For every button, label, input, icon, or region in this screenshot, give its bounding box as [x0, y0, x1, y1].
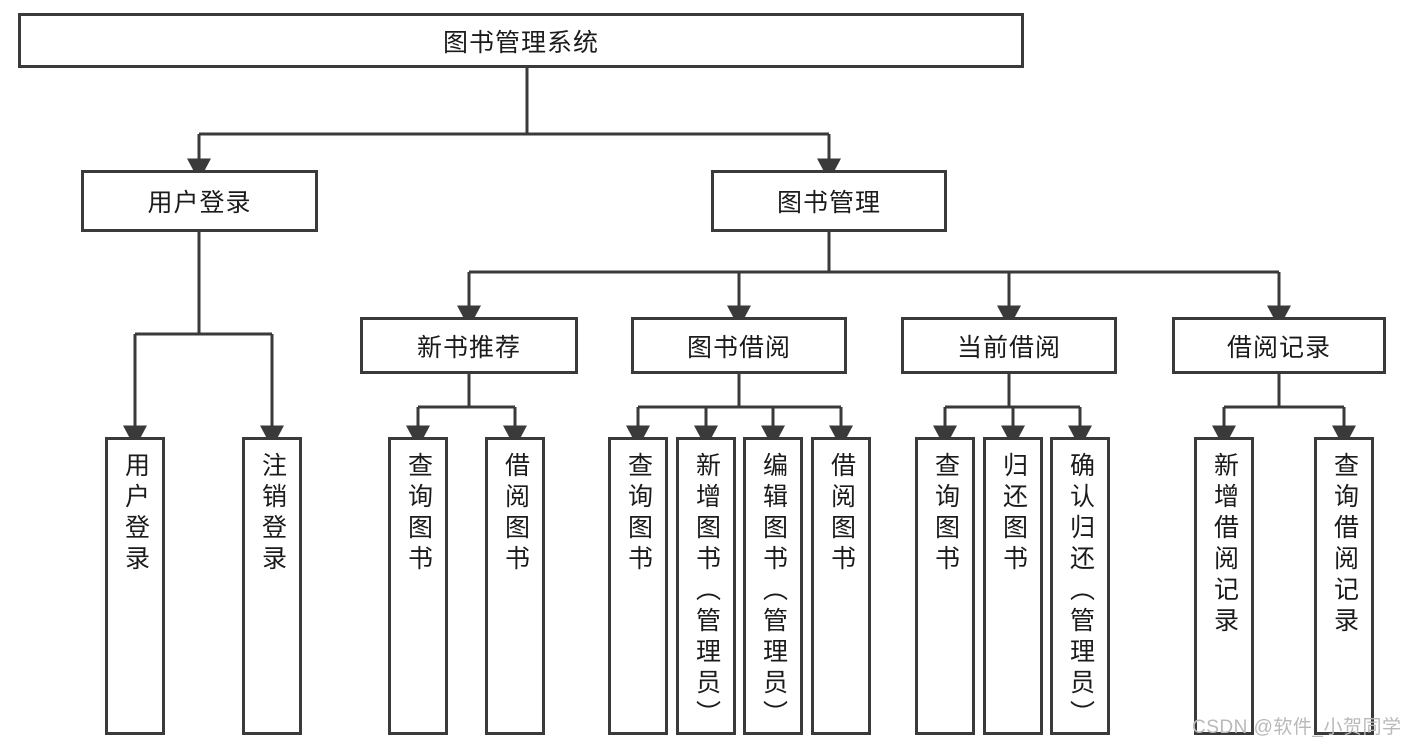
node-current-borrow[interactable]: 当前借阅: [901, 317, 1117, 374]
node-leaf-query-record[interactable]: 查询借阅记录: [1314, 437, 1374, 735]
node-leaf-return-book[interactable]: 归还图书: [983, 437, 1043, 735]
node-book-borrow[interactable]: 图书借阅: [631, 317, 847, 374]
node-leaf-borrow-book-2[interactable]: 借阅图书: [811, 437, 871, 735]
node-leaf-borrow-book-1-label: 借阅图书: [501, 452, 530, 576]
node-new-book-rec-label: 新书推荐: [416, 333, 521, 362]
node-leaf-add-book-label: 新增图书（管理员）: [692, 452, 721, 731]
node-leaf-add-record[interactable]: 新增借阅记录: [1194, 437, 1254, 735]
node-leaf-user-logout[interactable]: 注销登录: [242, 437, 302, 735]
node-book-manage-label: 图书管理: [776, 189, 881, 217]
node-new-book-rec[interactable]: 新书推荐: [360, 317, 578, 374]
node-leaf-borrow-book-2-label: 借阅图书: [827, 452, 856, 576]
node-leaf-confirm-return-label: 确认归还（管理员）: [1066, 452, 1095, 731]
node-leaf-borrow-book-1[interactable]: 借阅图书: [485, 437, 545, 735]
node-leaf-edit-book[interactable]: 编辑图书（管理员）: [743, 437, 803, 735]
node-leaf-add-book[interactable]: 新增图书（管理员）: [676, 437, 736, 735]
node-leaf-query-book-1[interactable]: 查询图书: [388, 437, 448, 735]
node-borrow-record[interactable]: 借阅记录: [1172, 317, 1386, 374]
node-leaf-query-book-2-label: 查询图书: [624, 452, 653, 576]
node-borrow-record-label: 借阅记录: [1226, 333, 1331, 362]
node-leaf-user-login[interactable]: 用户登录: [105, 437, 165, 735]
node-leaf-query-record-label: 查询借阅记录: [1330, 452, 1359, 638]
node-leaf-query-book-3-label: 查询图书: [931, 452, 960, 576]
watermark: CSDN @软件_小贺同学: [1192, 717, 1402, 738]
node-book-manage[interactable]: 图书管理: [711, 170, 947, 232]
node-leaf-query-book-1-label: 查询图书: [404, 452, 433, 576]
node-leaf-user-logout-label: 注销登录: [258, 452, 287, 576]
node-leaf-query-book-3[interactable]: 查询图书: [915, 437, 975, 735]
node-leaf-return-book-label: 归还图书: [999, 452, 1028, 576]
node-current-borrow-label: 当前借阅: [956, 333, 1061, 362]
node-user-login-label: 用户登录: [147, 189, 252, 217]
node-root-label: 图书管理系统: [442, 28, 599, 57]
node-book-borrow-label: 图书借阅: [686, 333, 791, 362]
node-leaf-user-login-label: 用户登录: [121, 452, 150, 576]
node-leaf-edit-book-label: 编辑图书（管理员）: [759, 452, 788, 731]
node-root[interactable]: 图书管理系统: [18, 13, 1024, 68]
node-leaf-add-record-label: 新增借阅记录: [1210, 452, 1239, 638]
node-leaf-query-book-2[interactable]: 查询图书: [608, 437, 668, 735]
node-user-login[interactable]: 用户登录: [81, 170, 318, 232]
node-leaf-confirm-return[interactable]: 确认归还（管理员）: [1050, 437, 1110, 735]
